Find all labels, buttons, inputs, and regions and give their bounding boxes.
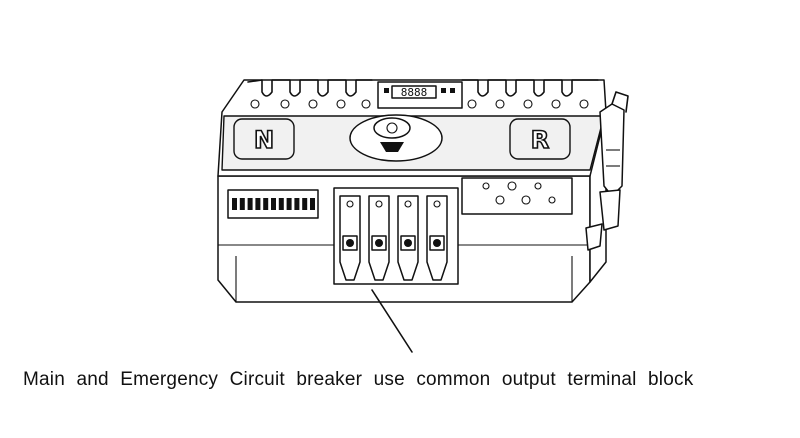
r-badge: R <box>509 118 571 160</box>
output-terminal-block <box>333 187 459 285</box>
display-module: 8888 <box>377 81 463 109</box>
output-terminal-lug <box>339 195 361 281</box>
control-terminal-strip <box>227 189 319 219</box>
output-terminal-lug <box>368 195 390 281</box>
rotary-switch <box>349 114 443 162</box>
right-cover-plate <box>461 177 573 215</box>
control-terminal-screw <box>271 198 276 210</box>
control-terminal-screw <box>247 198 253 210</box>
control-terminal-screw <box>278 198 284 210</box>
control-terminal-screw <box>286 198 292 210</box>
top-terminal-row-right <box>461 79 599 109</box>
control-terminal-screw <box>310 198 315 210</box>
output-terminal-lug <box>426 195 448 281</box>
control-terminal-screw <box>263 198 269 210</box>
diagram-caption: Main and Emergency Circuit breaker use c… <box>23 369 694 390</box>
control-terminal-screw <box>294 198 300 210</box>
operating-handle <box>585 91 629 251</box>
n-badge: N <box>233 118 295 160</box>
leader-line <box>371 289 413 353</box>
output-terminal-lug <box>397 195 419 281</box>
n-badge-label: N <box>254 126 274 154</box>
top-terminal-row-left <box>247 79 373 109</box>
display-readout: 8888 <box>401 86 428 99</box>
control-terminal-screw <box>302 198 308 210</box>
control-terminal-screw <box>255 198 261 210</box>
control-terminal-screw <box>232 198 237 210</box>
control-terminal-screw <box>239 198 245 210</box>
r-badge-label: R <box>531 126 549 154</box>
